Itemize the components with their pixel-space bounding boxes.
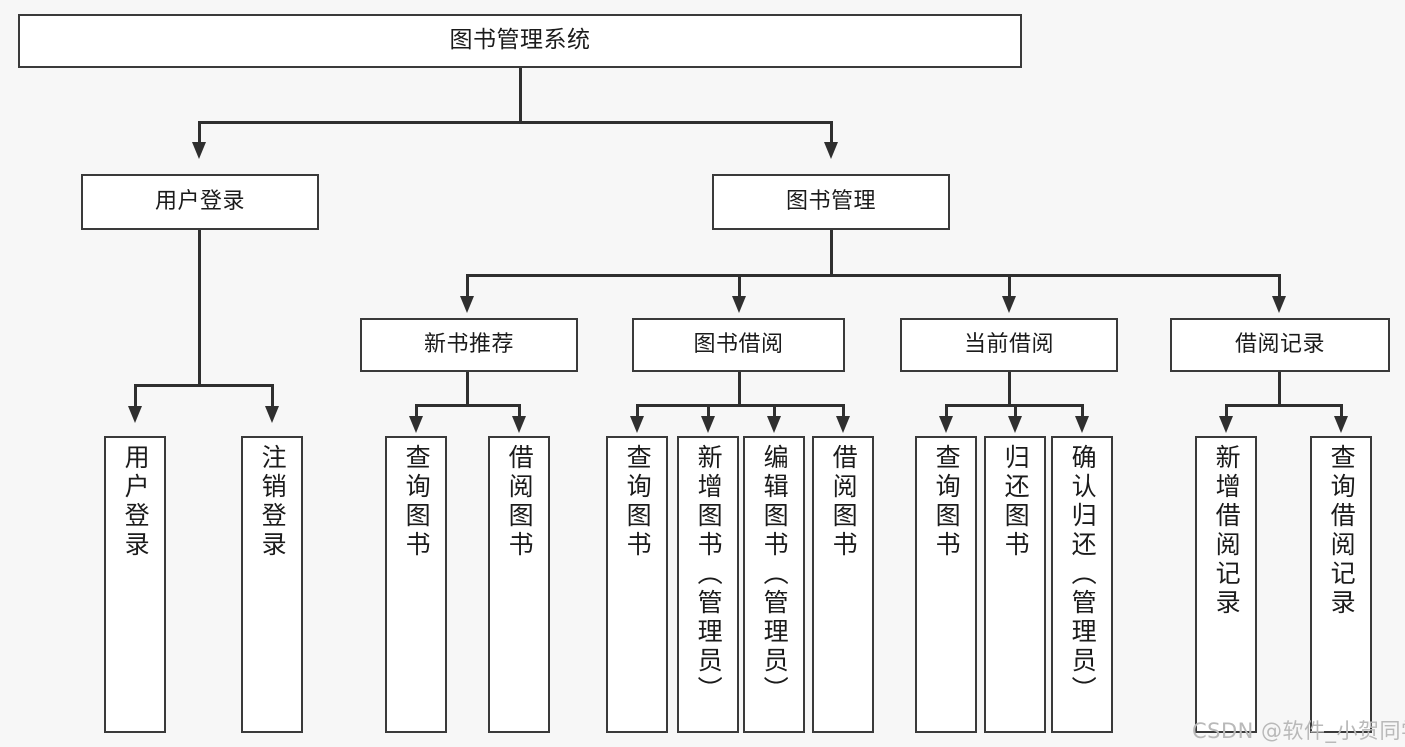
connector-bb-drop-3: [773, 404, 776, 418]
arrowhead-leaf-query-book-1: [409, 416, 423, 433]
arrowhead-current-borrow: [1002, 296, 1016, 313]
connector-cb-drop-1: [945, 404, 948, 418]
node-label: 编辑图书（管理员）: [760, 444, 790, 705]
arrowhead-leaf-return-book: [1008, 416, 1022, 433]
connector-bb-drop-2: [707, 404, 710, 418]
node-label: 确认归还（管理员）: [1068, 444, 1098, 705]
arrowhead-leaf-query-book-2: [630, 416, 644, 433]
node-leaf-logout[interactable]: 注销登录: [241, 436, 303, 733]
connector-root-bus: [198, 121, 832, 124]
connector-nbr-drop-2: [518, 404, 521, 418]
connector-user-login-drop-2: [271, 384, 274, 410]
node-leaf-query-record[interactable]: 查询借阅记录: [1310, 436, 1372, 733]
connector-nbr-bus: [415, 404, 520, 407]
node-leaf-return-book[interactable]: 归还图书: [984, 436, 1046, 733]
arrowhead-leaf-add-book: [701, 416, 715, 433]
node-book-management[interactable]: 图书管理: [712, 174, 950, 230]
node-leaf-borrow-book-2[interactable]: 借阅图书: [812, 436, 874, 733]
arrowhead-leaf-edit-book: [767, 416, 781, 433]
node-label: 归还图书: [1001, 444, 1031, 560]
node-label: 新增借阅记录: [1212, 444, 1242, 618]
arrowhead-book-borrow: [732, 296, 746, 313]
connector-bb-drop-4: [842, 404, 845, 418]
node-new-book-recommend[interactable]: 新书推荐: [360, 318, 578, 372]
connector-bb-stem: [738, 372, 741, 405]
node-root-system[interactable]: 图书管理系统: [18, 14, 1022, 68]
node-leaf-add-book[interactable]: 新增图书（管理员）: [677, 436, 739, 733]
arrowhead-leaf-logout: [265, 406, 279, 423]
node-book-borrow[interactable]: 图书借阅: [632, 318, 845, 372]
connector-bm-drop-2: [738, 274, 741, 300]
node-label: 当前借阅: [963, 331, 1054, 357]
connector-bb-bus: [636, 404, 844, 407]
connector-root-stem: [519, 68, 522, 122]
node-label: 图书管理: [785, 188, 876, 214]
connector-br-bus: [1225, 404, 1342, 407]
arrowhead-borrow-record: [1272, 296, 1286, 313]
arrowhead-leaf-user-login: [128, 406, 142, 423]
node-leaf-edit-book[interactable]: 编辑图书（管理员）: [743, 436, 805, 733]
node-borrow-record[interactable]: 借阅记录: [1170, 318, 1390, 372]
arrowhead-leaf-confirm-return: [1075, 416, 1089, 433]
node-leaf-user-login[interactable]: 用户登录: [104, 436, 166, 733]
node-label: 新增图书（管理员）: [694, 444, 724, 705]
arrowhead-user-login: [192, 142, 206, 159]
node-leaf-query-book-1[interactable]: 查询图书: [385, 436, 447, 733]
node-leaf-borrow-book-1[interactable]: 借阅图书: [488, 436, 550, 733]
node-leaf-add-record[interactable]: 新增借阅记录: [1195, 436, 1257, 733]
connector-bm-drop-1: [466, 274, 469, 300]
node-leaf-query-book-2[interactable]: 查询图书: [606, 436, 668, 733]
node-label: 注销登录: [258, 444, 288, 560]
connector-nbr-drop-1: [415, 404, 418, 418]
connector-br-drop-2: [1340, 404, 1343, 418]
node-label: 用户登录: [121, 444, 151, 560]
connector-book-management-stem: [830, 230, 833, 275]
connector-nbr-stem: [466, 372, 469, 405]
connector-cb-drop-2: [1014, 404, 1017, 418]
connector-br-stem: [1278, 372, 1281, 405]
node-label: 借阅记录: [1234, 331, 1325, 357]
connector-br-drop-1: [1225, 404, 1228, 418]
node-label: 查询图书: [402, 444, 432, 560]
arrowhead-leaf-add-record: [1219, 416, 1233, 433]
connector-root-to-user-login: [198, 121, 201, 146]
connector-bm-drop-3: [1008, 274, 1011, 300]
arrowhead-leaf-borrow-book-1: [512, 416, 526, 433]
connector-user-login-bus: [134, 384, 273, 387]
node-label: 借阅图书: [505, 444, 535, 560]
node-user-login[interactable]: 用户登录: [81, 174, 319, 230]
node-leaf-confirm-return[interactable]: 确认归还（管理员）: [1051, 436, 1113, 733]
node-label: 图书借阅: [693, 331, 784, 357]
connector-root-to-book-management: [830, 121, 833, 146]
connector-bm-drop-4: [1278, 274, 1281, 300]
arrowhead-book-management: [824, 142, 838, 159]
connector-user-login-drop-1: [134, 384, 137, 410]
arrowhead-leaf-query-record: [1334, 416, 1348, 433]
node-label: 借阅图书: [829, 444, 859, 560]
arrowhead-leaf-query-book-3: [939, 416, 953, 433]
connector-cb-drop-3: [1081, 404, 1084, 418]
connector-bb-drop-1: [636, 404, 639, 418]
node-label: 图书管理系统: [449, 27, 591, 54]
node-label: 查询借阅记录: [1327, 444, 1357, 618]
arrowhead-new-book-recommend: [460, 296, 474, 313]
node-label: 用户登录: [154, 188, 245, 214]
connector-book-management-bus: [466, 274, 1280, 277]
node-label: 查询图书: [932, 444, 962, 560]
node-label: 查询图书: [623, 444, 653, 560]
arrowhead-leaf-borrow-book-2: [836, 416, 850, 433]
node-current-borrow[interactable]: 当前借阅: [900, 318, 1118, 372]
node-label: 新书推荐: [423, 331, 514, 357]
connector-cb-stem: [1008, 372, 1011, 405]
connector-user-login-stem: [198, 230, 201, 385]
node-leaf-query-book-3[interactable]: 查询图书: [915, 436, 977, 733]
